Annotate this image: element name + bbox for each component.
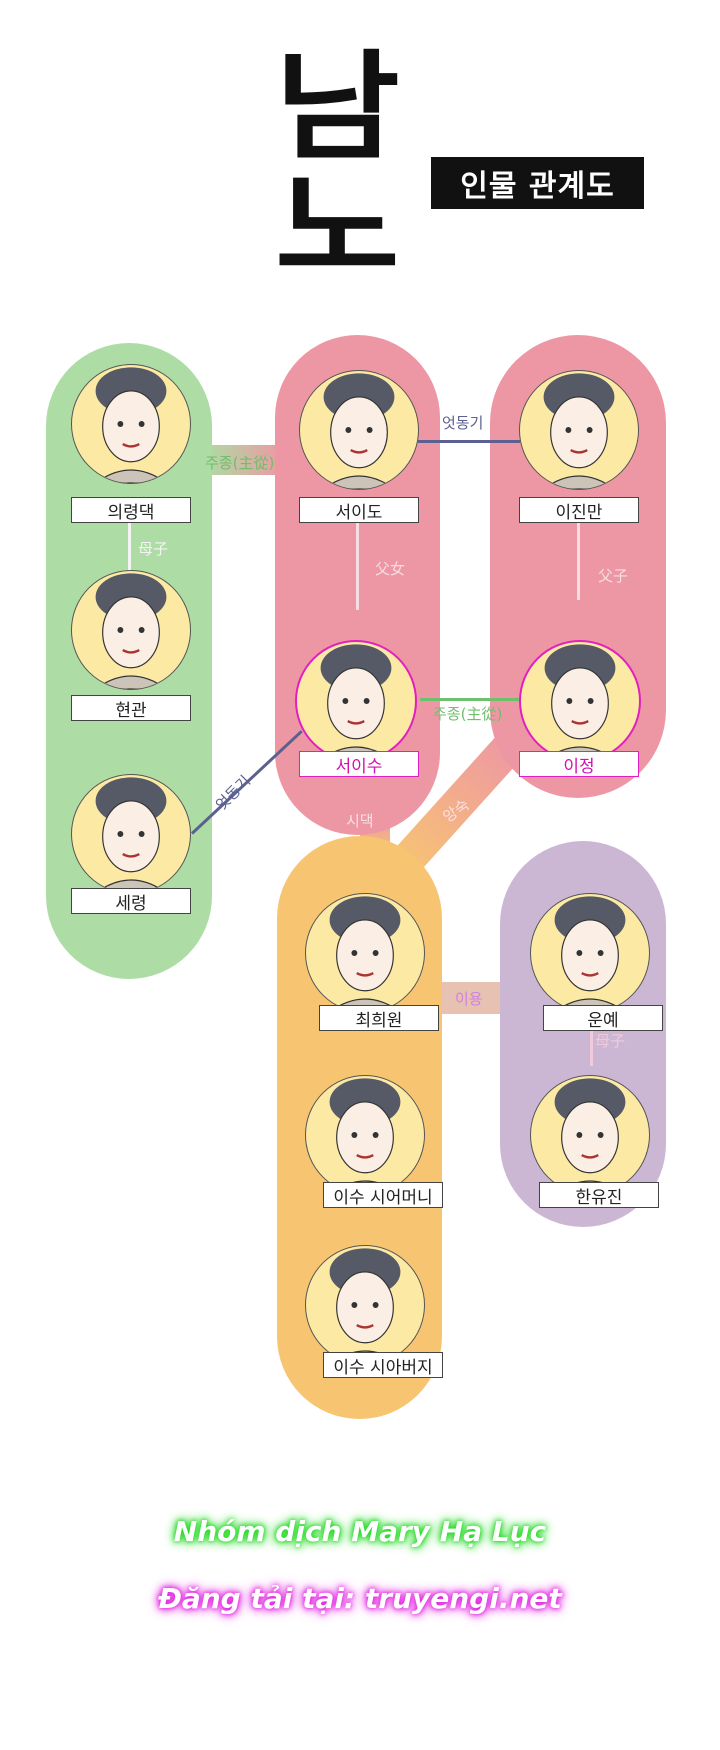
face-illustration-icon bbox=[328, 896, 402, 1012]
name-uiryeongdaek: 의령댁 bbox=[71, 497, 191, 523]
line-father-daughter bbox=[356, 520, 359, 610]
portrait-uiryeongdaek bbox=[71, 364, 191, 484]
face-illustration-icon bbox=[543, 644, 617, 760]
site-credit: Đăng tải tại: truyengi.net bbox=[158, 1582, 562, 1615]
name-unye: 운예 bbox=[543, 1005, 663, 1031]
face-illustration-icon bbox=[553, 896, 627, 1012]
title-char-no: 노 bbox=[274, 157, 400, 296]
portrait-seoido bbox=[299, 370, 419, 490]
face-illustration-icon bbox=[94, 777, 168, 893]
face-illustration-icon bbox=[542, 373, 616, 489]
relation-mother-son-2: 母子 bbox=[595, 1032, 626, 1050]
portrait-isu-mother-in-law bbox=[305, 1075, 425, 1195]
portrait-hanyujin bbox=[530, 1075, 650, 1195]
master-servant-band bbox=[205, 445, 285, 475]
line-old-friends-1 bbox=[418, 440, 520, 443]
relation-in-laws: 시댁 bbox=[346, 812, 374, 830]
portrait-seryeong bbox=[71, 774, 191, 894]
portrait-seoisu bbox=[295, 640, 417, 762]
subtitle-box: 인물 관계도 bbox=[431, 157, 644, 209]
face-illustration-icon bbox=[94, 367, 168, 483]
portrait-choehuiwon bbox=[305, 893, 425, 1013]
name-ijeong: 이정 bbox=[519, 751, 639, 777]
face-illustration-icon bbox=[319, 644, 393, 760]
name-seoisu: 서이수 bbox=[299, 751, 419, 777]
relation-father-daughter: 父女 bbox=[375, 560, 406, 578]
relation-use: 이용 bbox=[455, 990, 483, 1008]
line-mother-son-1 bbox=[128, 520, 131, 572]
name-seoido: 서이도 bbox=[299, 497, 419, 523]
name-hyeongwan: 현관 bbox=[71, 695, 191, 721]
face-illustration-icon bbox=[553, 1078, 627, 1194]
portrait-isu-father-in-law bbox=[305, 1245, 425, 1365]
name-isu-father-in-law: 이수 시아버지 bbox=[323, 1352, 443, 1378]
relation-old-friends-1: 엇동기 bbox=[442, 414, 484, 432]
portrait-ijeong bbox=[519, 640, 641, 762]
relation-master-servant-2: 주종(主從) bbox=[433, 705, 503, 723]
portrait-hyeongwan bbox=[71, 570, 191, 690]
translator-credit: Nhóm dịch Mary Hạ Lục bbox=[173, 1515, 547, 1548]
portrait-unye bbox=[530, 893, 650, 1013]
line-father-son bbox=[577, 520, 580, 600]
name-hanyujin: 한유진 bbox=[539, 1182, 659, 1208]
face-illustration-icon bbox=[328, 1248, 402, 1364]
relation-father-son: 父子 bbox=[598, 567, 629, 585]
relation-mother-son-1: 母子 bbox=[138, 540, 169, 558]
line-master-servant-2 bbox=[420, 698, 520, 701]
portrait-ijinman bbox=[519, 370, 639, 490]
title-char-nam: 남 bbox=[274, 37, 400, 176]
use-band bbox=[440, 982, 505, 1014]
face-illustration-icon bbox=[322, 373, 396, 489]
name-ijinman: 이진만 bbox=[519, 497, 639, 523]
face-illustration-icon bbox=[94, 573, 168, 689]
name-choehuiwon: 최희원 bbox=[319, 1005, 439, 1031]
line-mother-son-2 bbox=[590, 1018, 593, 1066]
name-isu-mother-in-law: 이수 시어머니 bbox=[323, 1182, 443, 1208]
relation-master-servant-1: 주종(主從) bbox=[205, 454, 275, 472]
face-illustration-icon bbox=[328, 1078, 402, 1194]
name-seryeong: 세령 bbox=[71, 888, 191, 914]
